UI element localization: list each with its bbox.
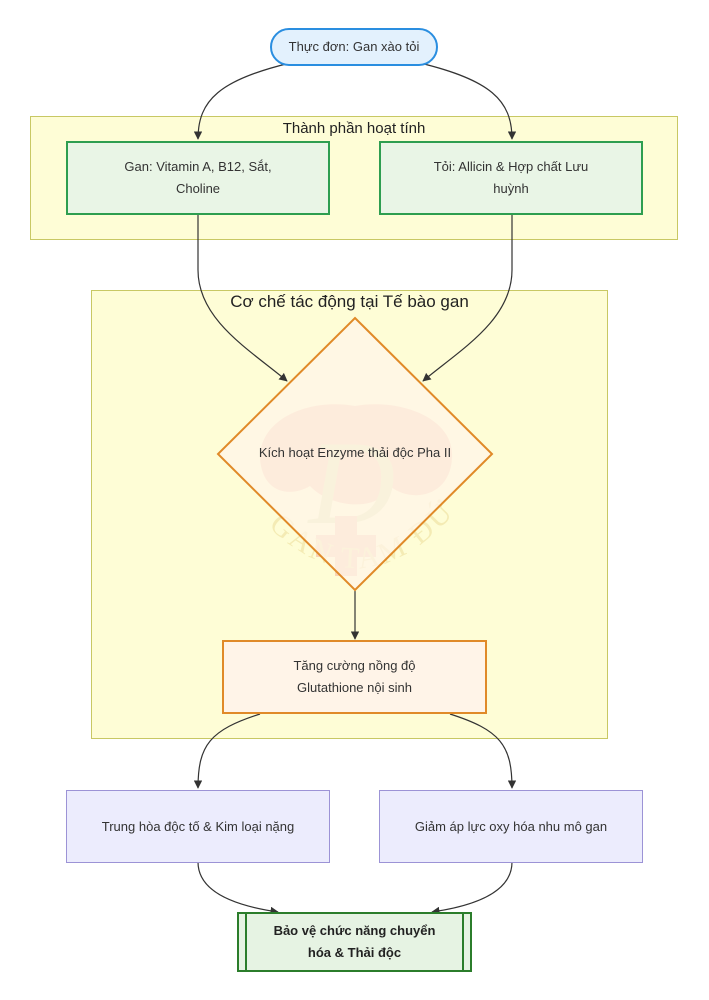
- glutathione-node: Tăng cường nồng độ Glutathione nội sinh: [222, 640, 487, 714]
- enzyme-decision-shape: [216, 316, 494, 592]
- cluster-title-active-ingredients: Thành phần hoạt tính: [282, 120, 426, 137]
- edge-glutathione-to-oxidative: [449, 713, 517, 789]
- garlic-ingredient-node: Tỏi: Allicin & Hợp chất Lưu huỳnh: [379, 141, 643, 215]
- edge-start-to-liver: [193, 62, 291, 140]
- neutralize-toxins-node: Trung hòa độc tố & Kim loại nặng: [66, 790, 330, 863]
- cluster-title-mechanism: Cơ chế tác động tại Tế bào gan: [230, 292, 469, 311]
- reduce-oxidative-stress-node: Giảm áp lực oxy hóa nhu mô gan: [379, 790, 643, 863]
- protect-liver-function-node: Bảo vệ chức năng chuyển hóa & Thải độc: [237, 912, 472, 972]
- edge-glutathione-to-neutralize: [193, 713, 261, 789]
- edge-garlic-to-enzyme: [422, 215, 513, 382]
- edge-start-to-garlic: [419, 62, 517, 140]
- edge-liver-to-enzyme: [197, 215, 288, 382]
- edge-neutralize-to-protect: [197, 861, 279, 916]
- menu-start-node: Thực đơn: Gan xào tỏi: [270, 28, 438, 66]
- liver-ingredient-node: Gan: Vitamin A, B12, Sắt, Choline: [66, 141, 330, 215]
- edge-oxidative-to-protect: [431, 861, 513, 916]
- enzyme-activation-node: Kích hoạt Enzyme thải độc Pha II: [258, 445, 452, 460]
